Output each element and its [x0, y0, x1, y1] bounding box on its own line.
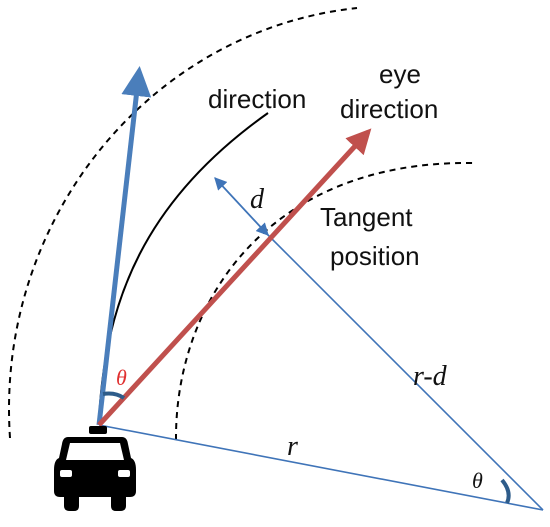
heading-arrow [96, 66, 152, 426]
theta-label-vertex: θ [472, 468, 483, 493]
direction-label: direction [208, 84, 306, 114]
radius-line-r [98, 424, 544, 511]
theta-arc-car [102, 391, 126, 400]
eye-label: eye [379, 59, 421, 89]
car-front-icon [54, 426, 136, 511]
inner-boundary-arc [174, 161, 474, 441]
outer-boundary-arc [8, 7, 358, 439]
r-label: r [287, 431, 298, 462]
theta-arc-vertex [500, 478, 511, 504]
theta-label-car: θ [116, 365, 127, 390]
r-minus-d-label: r-d [413, 361, 448, 392]
d-label: d [250, 184, 265, 215]
radius-line-r-minus-d [267, 234, 544, 511]
tangent-label: Tangent [320, 202, 413, 232]
position-label: position [330, 241, 420, 271]
eye-direction-label: direction [340, 94, 438, 124]
eye-direction-arrow [97, 128, 372, 427]
d-measure-arrow [214, 177, 269, 236]
